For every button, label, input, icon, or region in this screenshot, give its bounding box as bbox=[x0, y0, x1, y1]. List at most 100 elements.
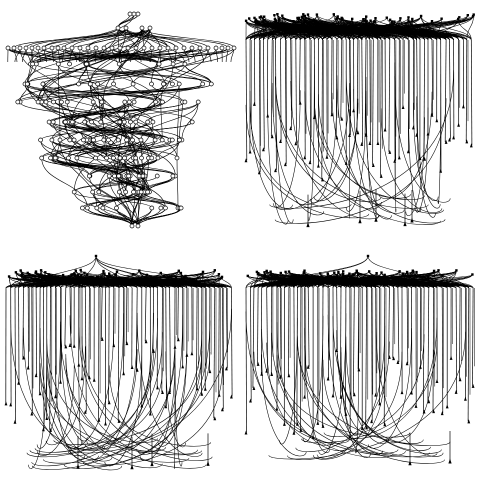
graph-edge bbox=[473, 288, 474, 386]
graph-edge bbox=[366, 77, 379, 218]
graph-leaf-node bbox=[470, 143, 473, 147]
graph-node bbox=[333, 13, 335, 15]
graph-node bbox=[386, 17, 388, 19]
graph-node bbox=[134, 120, 138, 124]
graph-leaf-node bbox=[446, 404, 449, 408]
graph-node bbox=[427, 276, 429, 278]
graph-edge bbox=[366, 288, 367, 427]
graph-node bbox=[122, 120, 126, 124]
graph-node bbox=[49, 156, 53, 160]
graph-edge bbox=[285, 40, 286, 164]
graph-edge bbox=[179, 102, 182, 140]
graph-node bbox=[128, 12, 132, 16]
graph-node bbox=[320, 275, 322, 277]
graph-leaf-node bbox=[196, 386, 199, 390]
graph-leaf-node bbox=[174, 345, 177, 349]
graph-node bbox=[132, 190, 136, 194]
graph-node bbox=[301, 16, 303, 18]
graph-edge bbox=[281, 40, 282, 141]
graph-node bbox=[118, 120, 122, 124]
graph-edge bbox=[182, 102, 198, 140]
graph-node bbox=[56, 46, 60, 50]
graph-node bbox=[6, 46, 10, 50]
graph-node bbox=[128, 120, 132, 124]
graph-edge bbox=[450, 40, 451, 140]
graph-node bbox=[123, 100, 127, 104]
graph-node bbox=[115, 206, 119, 210]
graph-node bbox=[125, 138, 129, 142]
graph-edge bbox=[36, 288, 37, 375]
graph-node bbox=[68, 62, 72, 66]
graph-node bbox=[51, 120, 55, 124]
graph-node bbox=[118, 46, 122, 50]
graph-node bbox=[274, 18, 276, 20]
graph-edge bbox=[471, 40, 472, 145]
graph-node bbox=[190, 46, 194, 50]
graph-node bbox=[138, 269, 140, 271]
graph-node bbox=[83, 120, 87, 124]
graph-leaf-node bbox=[450, 356, 453, 360]
graph-leaf-node bbox=[17, 381, 20, 385]
graph-node bbox=[34, 62, 38, 66]
graph-edge bbox=[445, 40, 446, 142]
graph-node bbox=[158, 46, 162, 50]
graph-edge bbox=[398, 288, 399, 362]
graph-node bbox=[94, 46, 98, 50]
panel-c-edges bbox=[6, 256, 232, 470]
graph-node bbox=[72, 138, 76, 142]
graph-node bbox=[132, 100, 136, 104]
graph-node bbox=[16, 100, 20, 104]
graph-node bbox=[15, 271, 17, 273]
graph-edge bbox=[324, 334, 424, 436]
panel-d-svg bbox=[240, 240, 480, 480]
graph-node bbox=[197, 276, 199, 278]
graph-edge bbox=[297, 337, 450, 445]
graph-leaf-node bbox=[122, 371, 125, 375]
graph-node bbox=[269, 271, 271, 273]
graph-node bbox=[146, 190, 150, 194]
graph-node bbox=[376, 276, 378, 278]
graph-node bbox=[232, 46, 236, 50]
graph-node bbox=[369, 20, 371, 22]
graph-edge bbox=[263, 40, 264, 149]
panel-b-dense-graph bbox=[240, 0, 480, 240]
graph-node bbox=[457, 18, 459, 20]
graph-node bbox=[253, 17, 255, 19]
panel-a-svg bbox=[0, 0, 240, 240]
graph-node bbox=[160, 100, 164, 104]
graph-node bbox=[105, 156, 109, 160]
graph-node bbox=[399, 17, 401, 19]
graph-node bbox=[118, 156, 122, 160]
graph-edge bbox=[26, 28, 118, 48]
graph-node bbox=[63, 277, 65, 279]
graph-leaf-node bbox=[59, 380, 62, 384]
graph-node bbox=[365, 15, 367, 17]
graph-node bbox=[166, 46, 170, 50]
graph-node bbox=[56, 62, 60, 66]
graph-edge bbox=[177, 158, 178, 208]
graph-leaf-node bbox=[380, 174, 383, 178]
graph-node bbox=[42, 276, 44, 278]
graph-node bbox=[202, 271, 204, 273]
graph-leaf-node bbox=[369, 141, 372, 145]
graph-node bbox=[182, 46, 186, 50]
panel-b-edges bbox=[246, 14, 474, 224]
graph-leaf-node bbox=[39, 391, 42, 395]
graph-edge bbox=[145, 288, 146, 341]
graph-node bbox=[337, 271, 339, 273]
graph-edge bbox=[258, 288, 259, 364]
graph-node bbox=[39, 138, 43, 142]
graph-node bbox=[342, 273, 344, 275]
graph-node bbox=[218, 273, 220, 275]
graph-node bbox=[351, 18, 353, 20]
graph-node bbox=[87, 174, 91, 178]
graph-leaf-node bbox=[204, 387, 207, 391]
graph-node bbox=[441, 275, 443, 277]
graph-node bbox=[406, 271, 408, 273]
graph-edge bbox=[341, 347, 358, 435]
graph-node bbox=[393, 21, 395, 23]
graph-node bbox=[170, 82, 174, 86]
graph-edge bbox=[219, 288, 220, 395]
graph-leaf-node bbox=[260, 372, 263, 376]
